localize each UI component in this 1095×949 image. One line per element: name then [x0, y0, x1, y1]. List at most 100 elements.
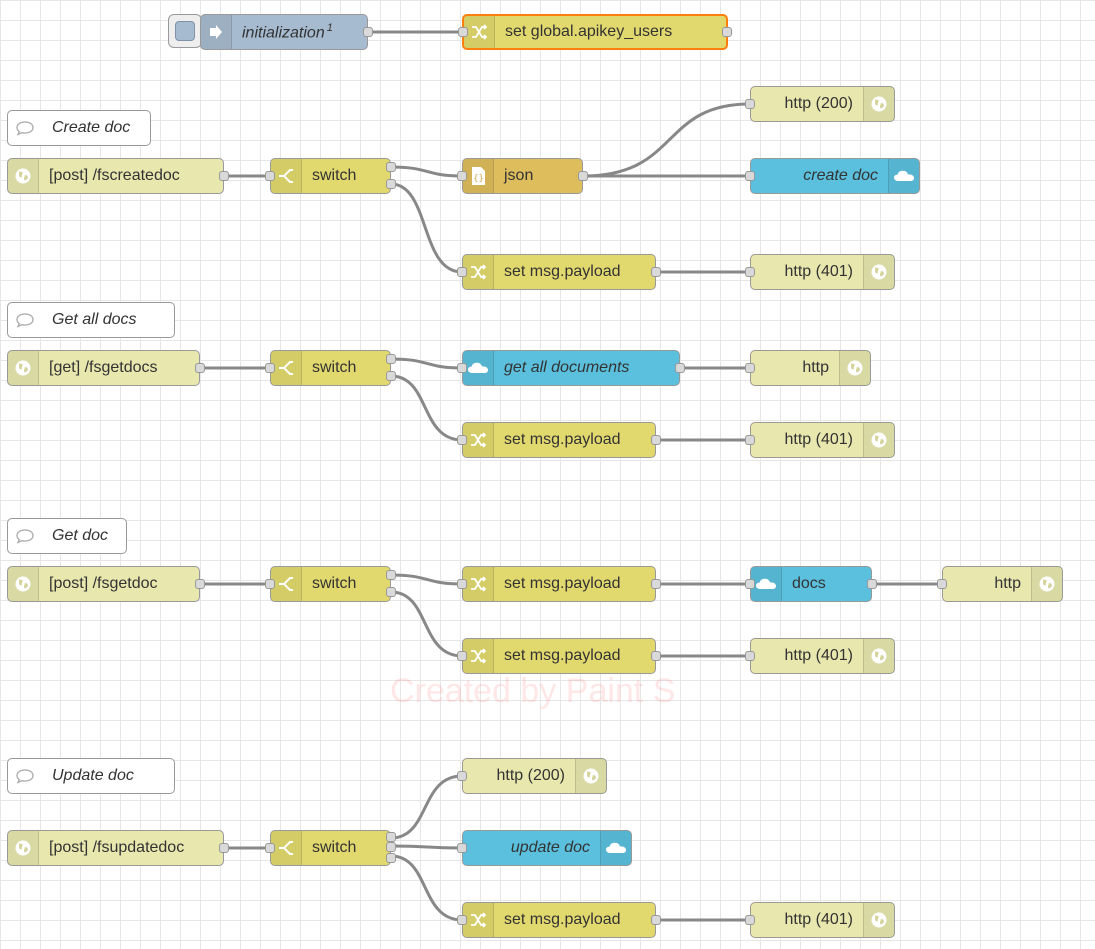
output-port-2[interactable]	[386, 371, 396, 381]
globe-icon	[575, 759, 606, 793]
output-port[interactable]	[195, 579, 205, 589]
globe-icon	[8, 567, 39, 601]
node-label: [get] /fsgetdocs	[49, 359, 158, 376]
output-port[interactable]	[219, 171, 229, 181]
wire	[390, 374, 463, 442]
node-switch-getdoc[interactable]: switch	[265, 566, 396, 602]
input-port[interactable]	[457, 267, 467, 277]
input-port[interactable]	[265, 171, 275, 181]
output-port[interactable]	[363, 27, 373, 37]
node-label: [post] /fscreatedoc	[49, 167, 180, 184]
input-port[interactable]	[745, 267, 755, 277]
input-port[interactable]	[745, 651, 755, 661]
comment-create-doc[interactable]: Create doc	[7, 110, 151, 146]
node-label: initialization	[242, 24, 325, 42]
cloud-icon	[463, 351, 494, 385]
node-label: http	[802, 359, 829, 376]
input-port[interactable]	[457, 843, 467, 853]
node-http-in-fsgetdocs[interactable]: [get] /fsgetdocs	[7, 350, 205, 386]
input-port[interactable]	[457, 363, 467, 373]
node-http-response-401-getdoc[interactable]: http (401)	[745, 638, 895, 674]
output-port-2[interactable]	[386, 587, 396, 597]
node-label: [post] /fsupdatedoc	[49, 839, 185, 856]
input-port[interactable]	[265, 579, 275, 589]
wire	[390, 854, 463, 922]
node-http-response-getdoc[interactable]: http	[937, 566, 1063, 602]
output-port-2[interactable]	[386, 842, 396, 852]
input-port[interactable]	[457, 435, 467, 445]
node-docs[interactable]: docs	[745, 566, 877, 602]
comment-bubble-icon	[8, 528, 42, 544]
node-http-response-401-create[interactable]: http (401)	[745, 254, 895, 290]
output-port[interactable]	[722, 27, 732, 37]
node-switch-update[interactable]: switch	[265, 830, 396, 866]
node-switch-create[interactable]: switch	[265, 158, 396, 194]
output-port[interactable]	[651, 651, 661, 661]
output-port[interactable]	[195, 363, 205, 373]
node-http-in-fsupdatedoc[interactable]: [post] /fsupdatedoc	[7, 830, 229, 866]
input-port[interactable]	[265, 843, 275, 853]
output-port[interactable]	[651, 267, 661, 277]
node-create-doc[interactable]: create doc	[745, 158, 920, 194]
node-set-payload-update[interactable]: set msg.payload	[457, 902, 661, 938]
input-port[interactable]	[745, 579, 755, 589]
input-port[interactable]	[745, 363, 755, 373]
node-set-payload-create[interactable]: set msg.payload	[457, 254, 661, 290]
node-label: set msg.payload	[504, 575, 621, 592]
inject-trigger-button[interactable]	[168, 14, 202, 48]
input-port[interactable]	[745, 171, 755, 181]
input-port[interactable]	[745, 99, 755, 109]
shuffle-icon	[463, 567, 494, 601]
inject-button-face	[175, 21, 195, 41]
comment-get-all-docs[interactable]: Get all docs	[7, 302, 175, 338]
wire	[390, 182, 463, 274]
node-set-global[interactable]: set global.apikey_users	[458, 14, 732, 50]
node-http-response-getall[interactable]: http	[745, 350, 871, 386]
input-port[interactable]	[937, 579, 947, 589]
node-set-payload-getdoc-2[interactable]: set msg.payload	[457, 638, 661, 674]
input-port[interactable]	[745, 915, 755, 925]
output-port[interactable]	[219, 843, 229, 853]
node-badge: 1	[326, 21, 333, 34]
output-port[interactable]	[651, 915, 661, 925]
node-http-in-fscreatedoc[interactable]: [post] /fscreatedoc	[7, 158, 229, 194]
output-port-1[interactable]	[386, 570, 396, 580]
output-port[interactable]	[578, 171, 588, 181]
output-port-1[interactable]	[386, 162, 396, 172]
node-set-payload-getdoc-1[interactable]: set msg.payload	[457, 566, 661, 602]
output-port[interactable]	[867, 579, 877, 589]
input-port[interactable]	[457, 915, 467, 925]
output-port-1[interactable]	[386, 354, 396, 364]
node-label: json	[504, 167, 534, 184]
output-port-1[interactable]	[386, 832, 396, 842]
node-http-response-401-getall[interactable]: http (401)	[745, 422, 895, 458]
output-port-3[interactable]	[386, 853, 396, 863]
node-http-response-200-update[interactable]: http (200)	[457, 758, 607, 794]
comment-label: Get all docs	[52, 311, 137, 328]
node-switch-getall[interactable]: switch	[265, 350, 396, 386]
input-port[interactable]	[265, 363, 275, 373]
output-port[interactable]	[651, 435, 661, 445]
output-port[interactable]	[675, 363, 685, 373]
node-http-response-401-update[interactable]: http (401)	[745, 902, 895, 938]
node-set-payload-getall[interactable]: set msg.payload	[457, 422, 661, 458]
comment-update-doc[interactable]: Update doc	[7, 758, 175, 794]
output-port[interactable]	[651, 579, 661, 589]
node-get-all-documents[interactable]: get all documents	[457, 350, 685, 386]
input-port[interactable]	[745, 435, 755, 445]
cloud-icon	[888, 159, 919, 193]
shuffle-icon	[463, 423, 494, 457]
input-port[interactable]	[457, 171, 467, 181]
input-port[interactable]	[458, 27, 468, 37]
node-json[interactable]: {} json	[457, 158, 588, 194]
node-http-response-200-create[interactable]: http (200)	[745, 86, 895, 122]
node-http-in-fsgetdoc[interactable]: [post] /fsgetdoc	[7, 566, 205, 602]
node-update-doc[interactable]: update doc	[457, 830, 632, 866]
input-port[interactable]	[457, 651, 467, 661]
comment-get-doc[interactable]: Get doc	[7, 518, 127, 554]
input-port[interactable]	[457, 579, 467, 589]
input-port[interactable]	[457, 771, 467, 781]
output-port-2[interactable]	[386, 179, 396, 189]
